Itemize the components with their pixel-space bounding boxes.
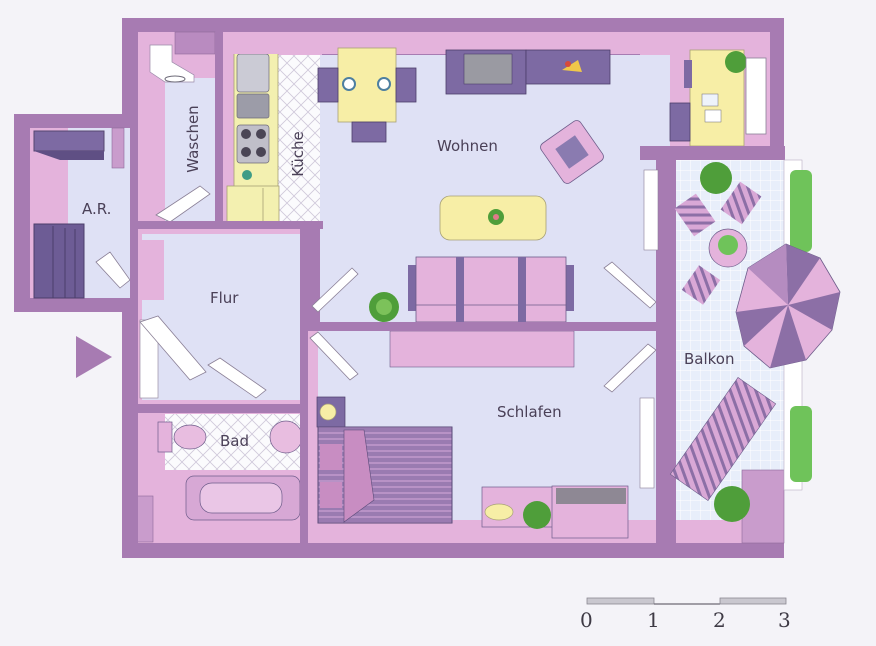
room-label-bad: Bad [220, 432, 250, 450]
scale-label-0: 0 [580, 608, 593, 632]
room-waschen [137, 31, 216, 223]
scale-label-1: 1 [647, 608, 660, 632]
scale-bar [586, 597, 787, 605]
room-label-flur: Flur [210, 289, 239, 307]
room-kueche [222, 32, 322, 223]
room-ar [30, 127, 131, 299]
parasol [735, 243, 841, 369]
room-label-kueche: Küche [289, 131, 307, 177]
entrance-arrow-icon [76, 336, 112, 378]
room-bad [136, 413, 303, 543]
room-wohnen [222, 32, 770, 323]
scale-label-3: 3 [778, 608, 791, 632]
room-schlafen [308, 330, 657, 543]
interior-walls [130, 18, 785, 558]
room-flur [137, 228, 307, 404]
room-label-schlafen: Schlafen [497, 403, 562, 421]
room-label-waschen: Waschen [184, 105, 202, 173]
scale-label-2: 2 [713, 608, 726, 632]
room-balkon [643, 159, 841, 544]
room-label-ar: A.R. [82, 200, 112, 218]
room-label-balkon: Balkon [684, 350, 735, 368]
room-label-wohnen: Wohnen [437, 137, 498, 155]
